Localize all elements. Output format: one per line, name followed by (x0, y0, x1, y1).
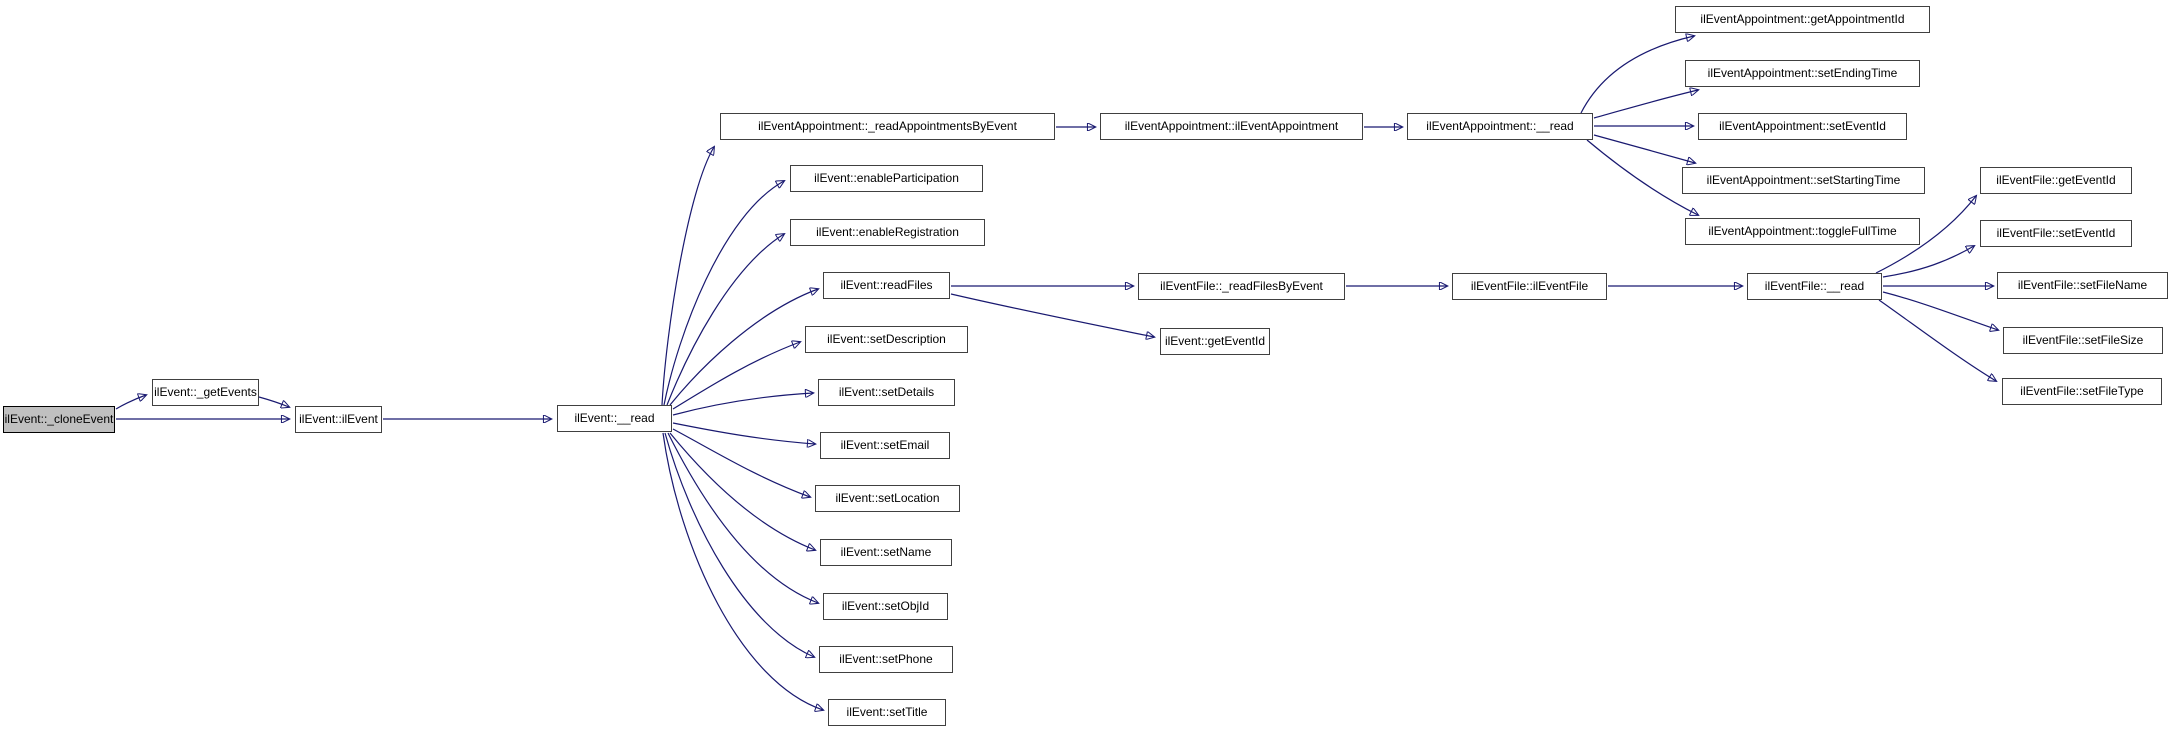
edge-appointmentRead-setStartingTime (1593, 134, 1695, 163)
edge-read-setEmail (672, 422, 815, 444)
node-ilevent-get-event-id[interactable]: ilEvent::getEventId (1160, 328, 1270, 355)
node-ileventappointment-read-appointments-by-event[interactable]: ilEventAppointment::_readAppointmentsByE… (720, 113, 1055, 140)
edge-read-setLocation (672, 428, 810, 497)
node-ilevent-set-details[interactable]: ilEvent::setDetails (818, 379, 955, 406)
edge-read-setDescription (672, 342, 800, 410)
node-ileventfile-set-file-type[interactable]: ilEventFile::setFileType (2002, 378, 2162, 405)
node-ileventfile-read[interactable]: ilEventFile::__read (1747, 273, 1882, 300)
node-ileventfile-constructor[interactable]: ilEventFile::ilEventFile (1452, 273, 1607, 300)
node-ilevent-read-files[interactable]: ilEvent::readFiles (823, 272, 950, 299)
node-ilevent-set-phone[interactable]: ilEvent::setPhone (819, 646, 953, 673)
node-ilevent-set-title[interactable]: ilEvent::setTitle (828, 699, 946, 726)
node-ileventappointment-get-appointment-id[interactable]: ilEventAppointment::getAppointmentId (1675, 6, 1930, 33)
edge-read-setTitle (662, 432, 823, 710)
edge-fileRead-setEventId (1882, 246, 1974, 278)
edge-fileRead-getEventId (1875, 196, 1976, 274)
node-ilevent-read[interactable]: ilEvent::__read (557, 405, 672, 432)
edge-readFiles-getEventId (950, 293, 1154, 337)
node-ilevent-set-objid[interactable]: ilEvent::setObjId (823, 593, 948, 620)
node-ileventappointment-constructor[interactable]: ilEventAppointment::ilEventAppointment (1100, 113, 1363, 140)
node-ileventappointment-toggle-full-time[interactable]: ilEventAppointment::toggleFullTime (1685, 218, 1920, 245)
node-ilevent-set-email[interactable]: ilEvent::setEmail (820, 432, 950, 459)
edge-read-setObjId (667, 432, 818, 603)
edge-appointmentRead-setEndingTime (1593, 90, 1698, 119)
edge-getEvents-ilEvent (258, 396, 289, 407)
edge-cloneEvent-getEvents (115, 395, 146, 410)
edge-read-readAppointmentsByEvent (661, 147, 714, 406)
node-ileventappointment-set-starting-time[interactable]: ilEventAppointment::setStartingTime (1682, 167, 1925, 194)
node-ilevent-set-name[interactable]: ilEvent::setName (820, 539, 952, 566)
node-ileventfile-set-file-name[interactable]: ilEventFile::setFileName (1997, 272, 2168, 299)
node-ileventfile-set-file-size[interactable]: ilEventFile::setFileSize (2003, 327, 2163, 354)
node-ileventfile-read-files-by-event[interactable]: ilEventFile::_readFilesByEvent (1138, 273, 1345, 300)
node-ilevent-enable-registration[interactable]: ilEvent::enableRegistration (790, 219, 985, 246)
edge-read-setDetails (672, 393, 813, 416)
edge-read-setPhone (664, 432, 814, 657)
edge-appointmentRead-toggleFullTime (1586, 139, 1698, 215)
edge-fileRead-setFileType (1878, 299, 1996, 381)
edge-fileRead-setFileSize (1882, 291, 1998, 330)
node-ilevent-get-events[interactable]: ilEvent::_getEvents (152, 379, 259, 406)
edge-appointmentRead-getAppointmentId (1580, 36, 1694, 114)
node-ileventappointment-read[interactable]: ilEventAppointment::__read (1407, 113, 1593, 140)
edge-read-enableParticipation (663, 181, 784, 406)
node-ilevent-clone-event[interactable]: ilEvent::_cloneEvent (3, 406, 115, 433)
node-ileventappointment-set-ending-time[interactable]: ilEventAppointment::setEndingTime (1685, 60, 1920, 87)
node-ilevent-enable-participation[interactable]: ilEvent::enableParticipation (790, 165, 983, 192)
edge-read-readFiles (669, 289, 818, 406)
node-ileventappointment-set-event-id[interactable]: ilEventAppointment::setEventId (1698, 113, 1907, 140)
node-ilevent-constructor[interactable]: ilEvent::ilEvent (295, 406, 382, 433)
node-ilevent-set-location[interactable]: ilEvent::setLocation (815, 485, 960, 512)
node-ilevent-set-description[interactable]: ilEvent::setDescription (805, 326, 968, 353)
edge-read-enableRegistration (666, 234, 784, 406)
node-ileventfile-set-event-id[interactable]: ilEventFile::setEventId (1980, 220, 2132, 247)
node-ileventfile-get-event-id[interactable]: ilEventFile::getEventId (1980, 167, 2132, 194)
edge-read-setName (669, 432, 815, 550)
